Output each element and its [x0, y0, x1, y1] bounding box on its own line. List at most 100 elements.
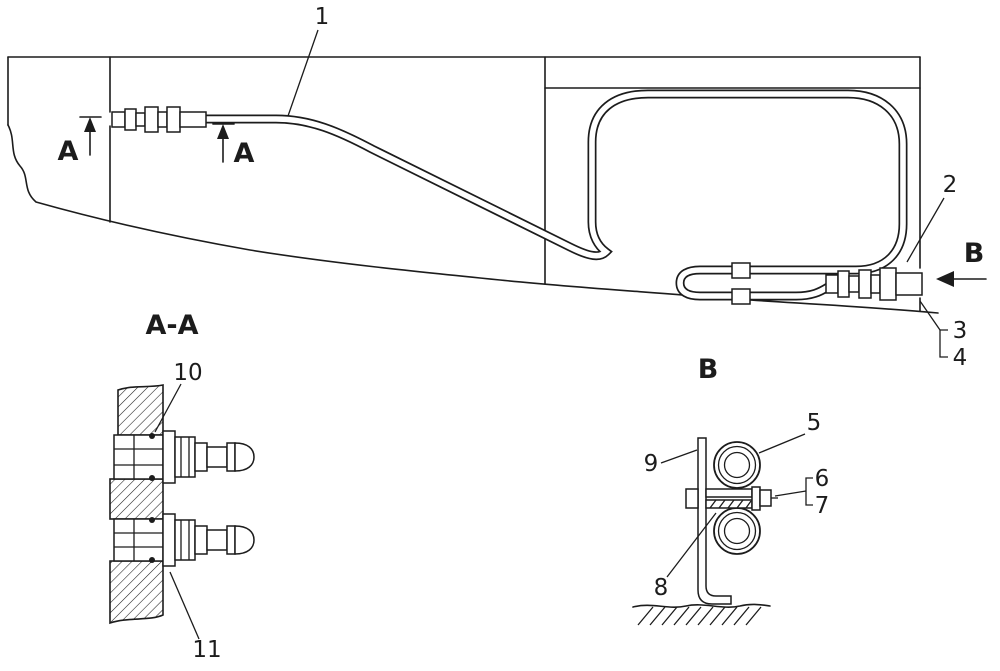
part-label-7: 7 — [815, 493, 830, 519]
callout-11: 11 — [169, 571, 222, 663]
pad-hatch-lines — [709, 499, 752, 509]
wall-block-bottom — [109, 560, 164, 625]
fitting-body — [113, 518, 164, 562]
section-aa-title: A-A — [146, 310, 199, 341]
fitting-bore-lines — [114, 519, 163, 561]
bolt-nut — [759, 489, 772, 507]
callout-bracket — [939, 329, 948, 358]
part-label-2: 2 — [943, 172, 958, 198]
leader-line-3-4 — [919, 300, 941, 331]
fitting-step — [194, 442, 208, 472]
part-label-11: 11 — [192, 637, 221, 663]
section-letter-a-right: A — [234, 138, 255, 169]
left-hose-fitting — [111, 106, 207, 133]
hose-section-circle — [723, 517, 751, 545]
hose-clamp-mark-lower — [731, 288, 751, 305]
part-label-8: 8 — [654, 575, 669, 601]
fitting-segment — [124, 108, 137, 131]
fitting-segment — [166, 106, 181, 133]
ground — [632, 603, 771, 626]
fitting-segment — [848, 275, 860, 293]
clamp-band-outer — [713, 441, 761, 489]
section-arrow-up-icon — [84, 117, 96, 132]
fitting-cap-base — [226, 442, 236, 472]
part-label-5: 5 — [807, 410, 822, 436]
fitting-segment — [825, 274, 839, 294]
section-letter-a-left: A — [58, 136, 79, 167]
right-hose-fitting — [825, 267, 923, 301]
leader-line-9 — [660, 449, 698, 464]
part-label-6: 6 — [815, 466, 830, 492]
leader-line-11 — [169, 571, 200, 640]
callout-3-4: 3 4 — [919, 300, 968, 371]
part-label-9: 9 — [644, 451, 659, 477]
ground-line — [632, 603, 771, 608]
leader-line-1 — [287, 29, 319, 117]
fitting-step — [194, 525, 208, 555]
frame-break-line — [7, 124, 939, 314]
bolt-head — [685, 488, 699, 509]
part-label-4: 4 — [953, 345, 968, 371]
callout-10: 10 — [154, 360, 203, 433]
part-label-3: 3 — [953, 318, 968, 344]
fitting-segment — [157, 111, 168, 128]
fitting-bore-lines — [114, 435, 163, 479]
clamp-band-inner — [717, 445, 757, 485]
fitting-dome-tip — [234, 442, 255, 472]
bolt-washer — [751, 486, 761, 511]
clamp-tab-upper — [705, 488, 753, 498]
fitting-segment — [837, 270, 850, 298]
callout-5: 5 — [758, 410, 822, 454]
seal-ring-dot — [149, 517, 155, 523]
fitting-tube — [206, 446, 228, 468]
aa-fitting-lower — [113, 513, 255, 567]
leader-line-10 — [154, 383, 182, 433]
view-letter-b: B — [964, 238, 985, 269]
leader-line-8 — [666, 512, 717, 578]
fitting-hex-nut — [174, 519, 196, 561]
fitting-cap-base — [226, 525, 236, 555]
callout-9: 9 — [644, 449, 698, 477]
seal-ring-dot — [149, 433, 155, 439]
view-b-marker: B — [936, 238, 987, 287]
callout-8: 8 — [654, 512, 717, 601]
aa-fitting-upper — [113, 430, 255, 484]
view-arrow-left-icon — [936, 271, 954, 287]
seal-ring-dot — [149, 557, 155, 563]
ground-hatch-lines — [637, 606, 762, 626]
fitting-dome-tip — [234, 525, 255, 555]
view-b-title: B — [698, 354, 719, 385]
section-aa-view: A-A — [109, 310, 255, 663]
section-marker-a-right: A — [212, 123, 255, 169]
fitting-segment — [144, 106, 159, 133]
leader-line-5 — [758, 433, 806, 454]
callout-bracket — [805, 477, 813, 506]
clamp-bolt-assembly — [685, 486, 778, 511]
view-b: B 5 — [632, 354, 830, 626]
fitting-collar — [162, 513, 176, 567]
fitting-segment — [858, 269, 872, 299]
leader-line-2 — [906, 197, 945, 263]
callout-6-7: 6 7 — [774, 466, 830, 519]
section-marker-a-left: A — [58, 116, 102, 167]
lower-clamp — [713, 507, 761, 555]
bracket-plate — [697, 437, 732, 605]
fitting-segment — [895, 272, 923, 296]
seal-ring-dot — [149, 475, 155, 481]
fitting-collar — [162, 430, 176, 484]
hose-clamp-mark-upper — [731, 262, 751, 279]
part-label-1: 1 — [315, 4, 330, 30]
callout-2: 2 — [906, 172, 958, 263]
fitting-segment — [179, 111, 207, 128]
hex-facet-lines — [180, 437, 190, 477]
clamp-band-outer — [713, 507, 761, 555]
leader-line-6-7 — [774, 490, 807, 497]
hex-facet-lines — [180, 520, 190, 560]
clamp-band-inner — [717, 511, 757, 551]
section-arrow-up-icon — [217, 124, 229, 139]
fitting-hex-nut — [174, 436, 196, 478]
callout-1: 1 — [287, 4, 330, 117]
hose-inner — [206, 91, 906, 299]
